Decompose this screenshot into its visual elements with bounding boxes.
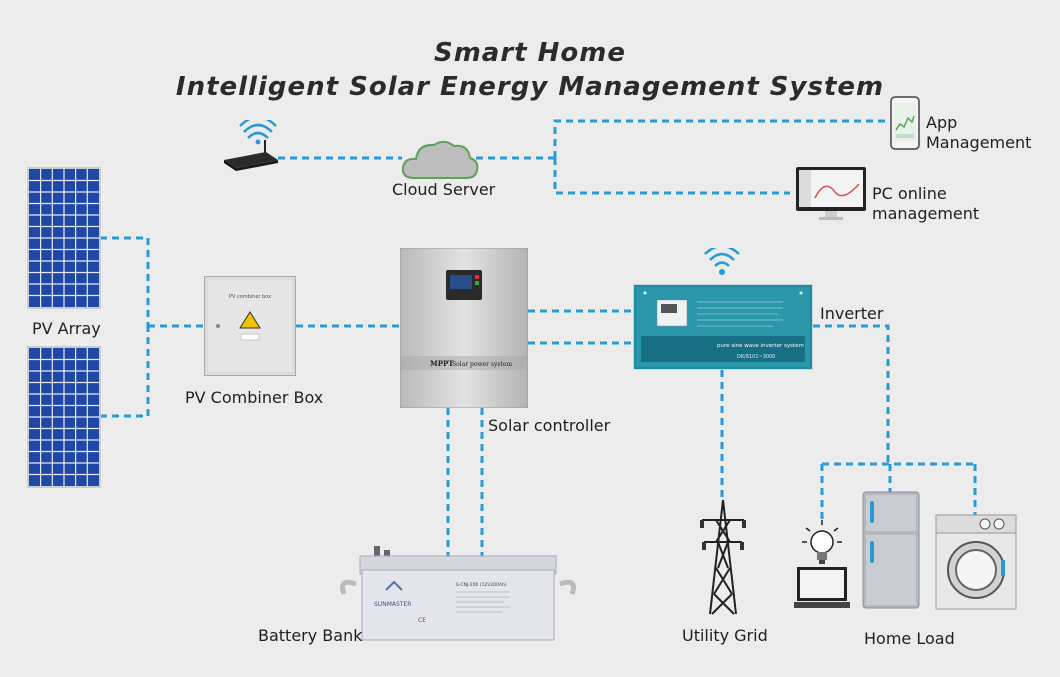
battery-model-text: 6-CNJ-200 (12V200Ah) xyxy=(456,582,507,588)
battery-marks-text: CE xyxy=(418,617,426,624)
laptop-icon xyxy=(794,567,850,608)
title-line-2: Intelligent Solar Energy Management Syst… xyxy=(175,72,885,102)
router-icon xyxy=(224,120,278,171)
controller-brand-text: MPPT xyxy=(430,359,454,368)
battery-bank-label: Battery Bank xyxy=(258,626,363,645)
solar-panel-icon xyxy=(27,167,101,309)
link-hub-pc xyxy=(553,158,790,195)
inverter-label: Inverter xyxy=(820,304,884,323)
washer-icon xyxy=(935,514,1017,610)
fridge-icon xyxy=(862,491,920,609)
inverter-caption-text: pure sine wave inverter system xyxy=(717,343,804,349)
cloud-server-label: Cloud Server xyxy=(392,180,496,199)
app-management-label-1: App xyxy=(926,113,958,132)
phone-icon xyxy=(890,96,920,150)
inverter-icon: pure sine wave inverter system DK/6101~3… xyxy=(633,284,813,370)
link-inverter-homeload xyxy=(813,324,890,464)
home-load-label: Home Load xyxy=(864,629,955,648)
battery-icon: SUNMASTER 6-CNJ-200 (12V200Ah) CE xyxy=(340,546,576,641)
pv-array-label: PV Array xyxy=(32,319,101,338)
pv-combiner-label: PV Combiner Box xyxy=(185,388,324,407)
link-pv-bottom xyxy=(100,326,150,418)
solar-controller-label: Solar controller xyxy=(488,416,611,435)
app-management-label-2: Management xyxy=(926,133,1032,152)
battery-brand-text: SUNMASTER xyxy=(374,601,411,608)
pc-management-label-2: management xyxy=(872,204,980,223)
combiner-plate-text: PV combiner box xyxy=(229,294,271,300)
utility-grid-label: Utility Grid xyxy=(682,626,768,645)
solar-controller-icon: MPPT Solar power system xyxy=(400,248,528,408)
monitor-icon xyxy=(796,167,866,220)
controller-caption-text: Solar power system xyxy=(452,361,512,368)
link-hub-app xyxy=(553,119,888,158)
combiner-box-icon: PV combiner box xyxy=(204,276,296,376)
cloud-icon xyxy=(401,140,479,179)
inverter-model-text: DK/6101~3000 xyxy=(737,354,775,360)
solar-panel-icon xyxy=(27,346,101,488)
pylon-icon xyxy=(700,499,746,615)
link-pv-top xyxy=(100,236,150,326)
title-line-1: Smart Home xyxy=(433,38,626,68)
pc-management-label-1: PC online xyxy=(872,184,947,203)
wifi-icon xyxy=(239,120,277,139)
bulb-icon xyxy=(802,520,842,564)
wifi-icon xyxy=(704,248,740,275)
